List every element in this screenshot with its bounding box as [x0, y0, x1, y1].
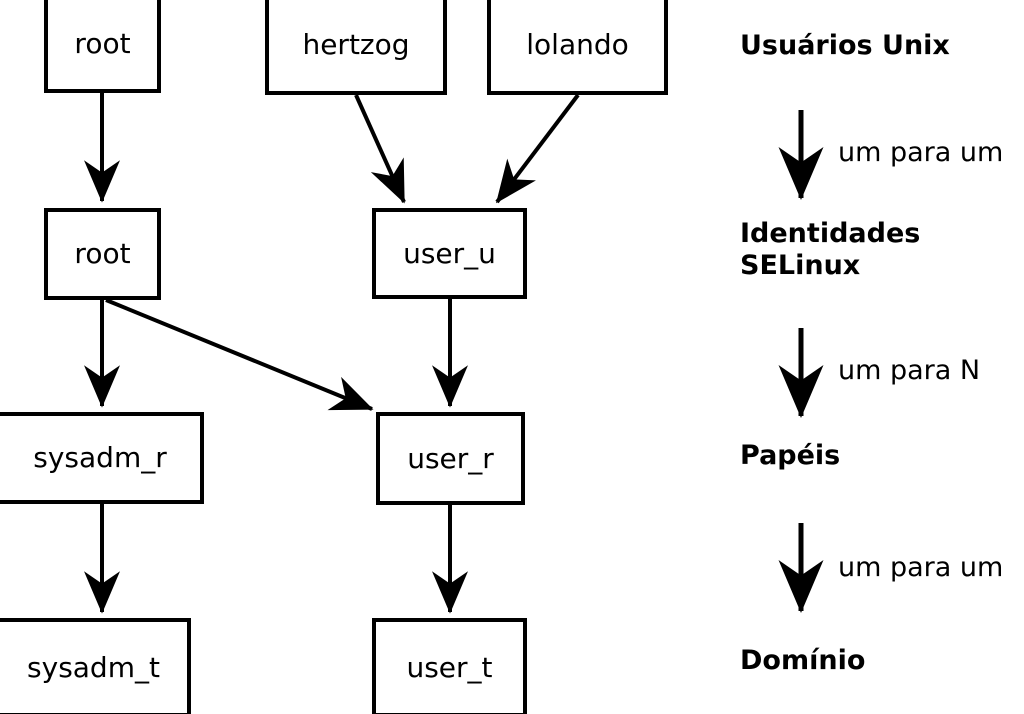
- node-selinux-identity-root[interactable]: root: [44, 208, 161, 300]
- edge-lolando-to-user-u: [495, 93, 580, 204]
- legend-level-domain: Domínio: [740, 645, 866, 676]
- node-domain-sysadm-t[interactable]: sysadm_t: [0, 618, 191, 714]
- legend-level-unix-users: Usuários Unix: [740, 30, 950, 61]
- legend-relation-roles-to-domains: um para um: [838, 552, 1004, 583]
- node-unix-lolando[interactable]: lolando: [487, 0, 668, 95]
- node-role-sysadm-r[interactable]: sysadm_r: [0, 412, 204, 504]
- legend-relation-users-to-identities: um para um: [838, 137, 1004, 168]
- edge-selinux-root-to-user-r: [105, 298, 374, 411]
- edge-hertzog-to-user-u: [354, 94, 406, 204]
- legend-relation-identities-to-roles: um para N: [838, 355, 981, 386]
- node-unix-root[interactable]: root: [44, 0, 161, 93]
- legend-level-selinux-identities: Identidades SELinux: [740, 218, 921, 281]
- node-role-user-r[interactable]: user_r: [376, 412, 525, 505]
- node-unix-hertzog[interactable]: hertzog: [265, 0, 447, 95]
- node-domain-user-t[interactable]: user_t: [372, 618, 527, 714]
- node-selinux-identity-user-u[interactable]: user_u: [372, 208, 527, 299]
- legend-level-roles: Papéis: [740, 440, 841, 471]
